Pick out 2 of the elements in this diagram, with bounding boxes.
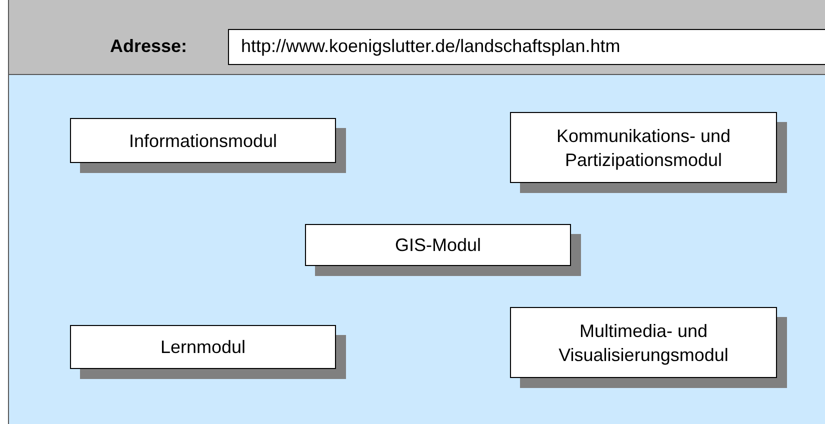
address-label: Adresse:	[110, 36, 188, 57]
address-field: http://www.koenigslutter.de/landschaftsplan.htm	[228, 29, 825, 65]
